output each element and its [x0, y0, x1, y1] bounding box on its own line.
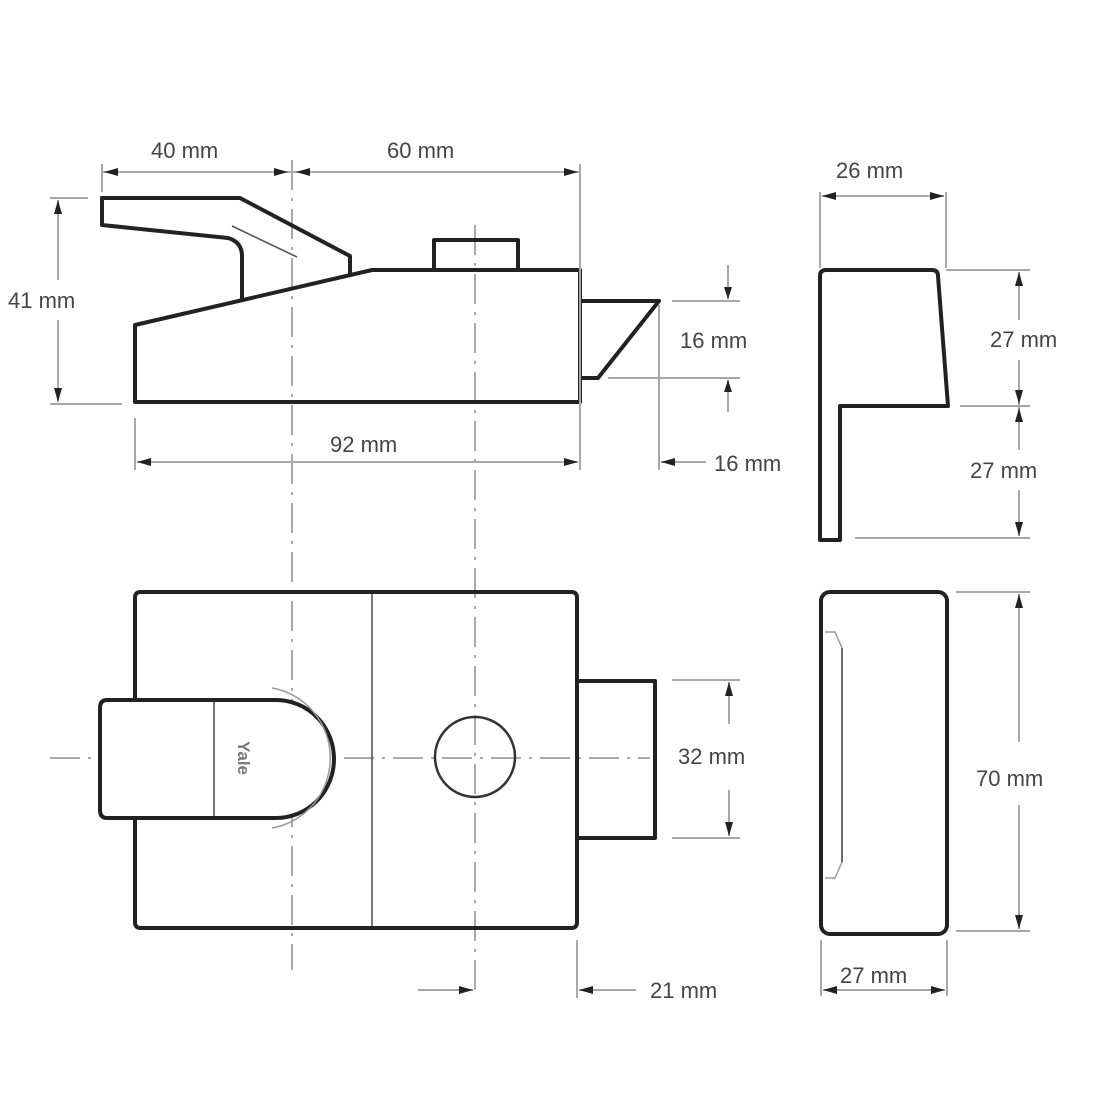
arrow-icon	[822, 192, 836, 200]
front-view	[98, 590, 740, 998]
dim-label-backset-offset: 21 mm	[650, 978, 718, 1003]
dim-label-staple-upper-height: 27 mm	[990, 327, 1058, 352]
arrow-icon	[104, 168, 118, 176]
dim-label-handle-projection: 40 mm	[151, 138, 219, 163]
arrow-icon	[137, 458, 151, 466]
arrow-icon	[296, 168, 310, 176]
bolt-front-outline	[577, 679, 657, 840]
rose-ring-outline	[271, 687, 331, 829]
dim-label-bolt-width: 32 mm	[678, 744, 746, 769]
case-body-outline	[133, 268, 582, 404]
staple-front-outline	[819, 590, 949, 936]
arrow-icon	[274, 168, 288, 176]
arrow-icon	[724, 380, 732, 392]
arrow-icon	[1015, 594, 1023, 608]
arrow-icon	[930, 192, 944, 200]
handle-underside-outline	[100, 196, 244, 302]
brand-logo: Yale	[234, 740, 254, 776]
dim-label-staple-lower-height: 27 mm	[970, 458, 1038, 483]
staple-side-view	[818, 192, 1030, 542]
arrow-icon	[1015, 408, 1023, 422]
dim-label-overall-height: 41 mm	[8, 288, 76, 313]
arrow-icon	[1015, 390, 1023, 404]
arrow-icon	[579, 986, 593, 994]
arrow-icon	[1015, 915, 1023, 929]
arrow-icon	[724, 287, 732, 299]
side-view	[50, 164, 740, 470]
staple-side-outline	[818, 268, 950, 542]
arrow-icon	[931, 986, 945, 994]
staple-recess-outline	[825, 631, 843, 879]
snib-button-outline	[432, 238, 520, 272]
arrow-icon	[1015, 522, 1023, 536]
dim-label-case-length: 92 mm	[330, 432, 398, 457]
dim-label-bolt-height: 16 mm	[680, 328, 748, 353]
arrow-icon	[564, 168, 578, 176]
cylinder-hole-outline	[433, 715, 517, 799]
arrow-icon	[459, 986, 473, 994]
handle-inner-line	[231, 225, 298, 258]
arrow-icon	[1015, 272, 1023, 286]
dim-label-case-to-edge: 60 mm	[387, 138, 455, 163]
handle-front-outline	[98, 698, 336, 820]
handle-top-outline	[100, 196, 352, 277]
arrow-icon	[564, 458, 578, 466]
arrow-icon	[661, 458, 675, 466]
arrow-icon	[54, 388, 62, 402]
arrow-icon	[725, 822, 733, 836]
dim-label-bolt-projection: 16 mm	[714, 451, 782, 476]
arrow-icon	[54, 200, 62, 214]
dim-label-staple-width: 26 mm	[836, 158, 904, 183]
arrow-icon	[823, 986, 837, 994]
dim-label-staple-front-width: 27 mm	[840, 963, 908, 988]
dim-label-staple-height: 70 mm	[976, 766, 1044, 791]
staple-front-view	[819, 590, 1030, 996]
arrow-icon	[725, 682, 733, 696]
latch-bolt-outline	[578, 299, 661, 380]
